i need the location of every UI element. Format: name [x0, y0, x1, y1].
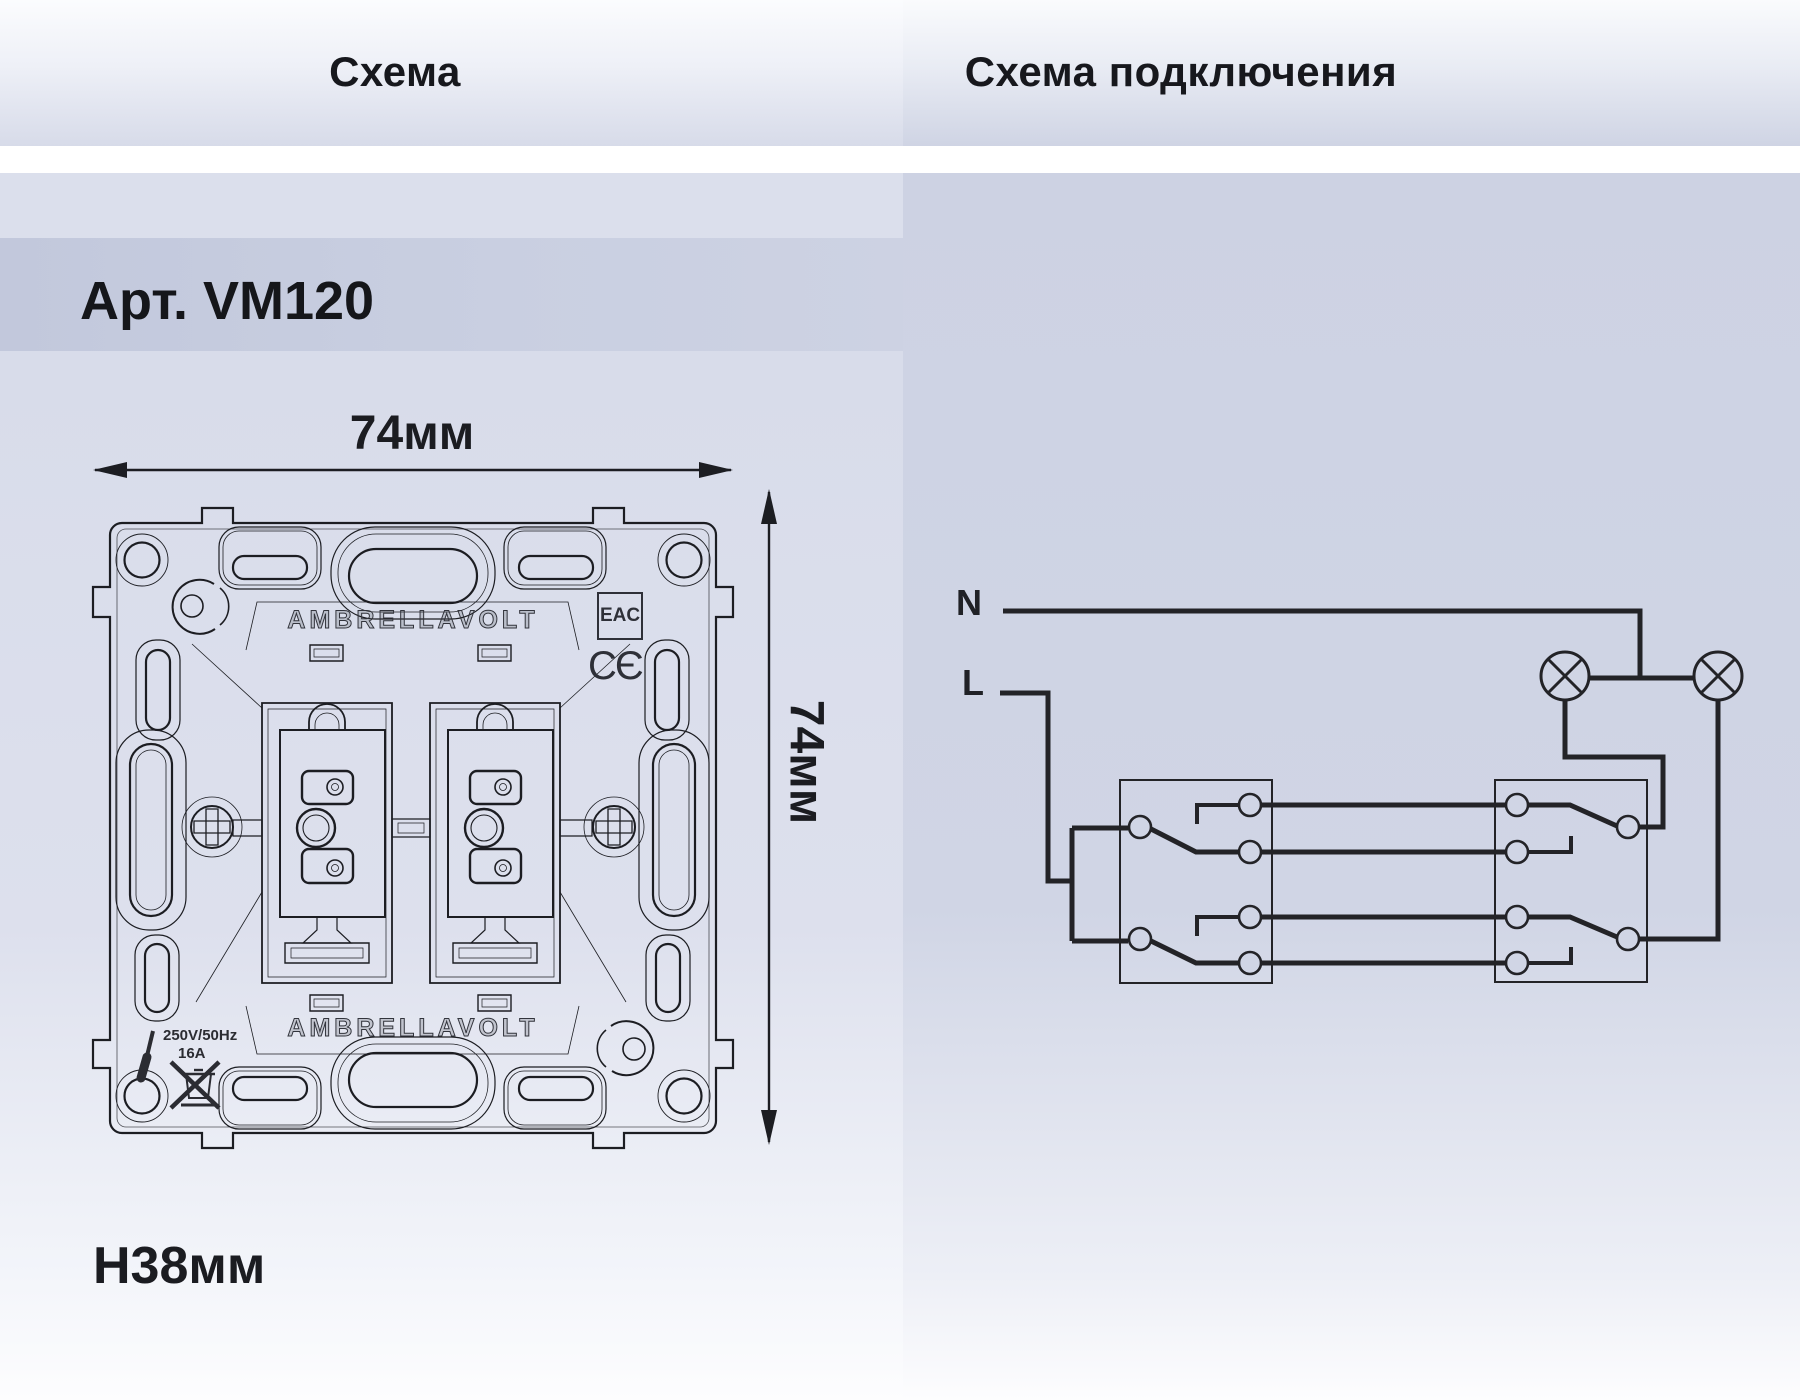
top-claw-slots — [219, 527, 606, 619]
lamp-icon — [1541, 652, 1589, 700]
line-wire-label: L — [962, 662, 984, 703]
brand-engraving-top: AMBRELLAVOLT — [287, 606, 539, 635]
logo-a-icon — [173, 580, 229, 634]
logo-a-icon-bottom — [596, 1020, 655, 1077]
construction-lines — [192, 602, 630, 1054]
switch-box-left — [1120, 780, 1272, 983]
left-panel-background — [0, 351, 903, 1400]
latch-rectangles — [310, 645, 511, 1011]
width-dimension-label: 74мм — [349, 407, 475, 460]
neutral-wire-label: N — [956, 582, 982, 623]
brand-engraving-bottom: AMBRELLAVOLT — [287, 1014, 539, 1043]
header-band-right — [903, 0, 1800, 146]
switch-module-left — [262, 703, 392, 983]
left-panel-title: Схема — [329, 48, 461, 95]
ce-mark: CЄ — [588, 644, 644, 688]
height-dimension-arrow — [761, 489, 777, 1145]
lamp-icon-2 — [1694, 652, 1742, 700]
wiring-diagram — [900, 560, 1800, 1020]
switch-mechanism-drawing — [0, 462, 777, 1260]
right-panel-title: Схема подключения — [964, 48, 1398, 95]
wires — [1000, 611, 1718, 963]
eac-mark: EAC — [597, 592, 643, 640]
voltage-rating-label: 250V/50Hz — [163, 1027, 238, 1044]
screwdriver-icon — [141, 1031, 153, 1078]
width-dimension-arrow — [93, 462, 733, 478]
right-panel-background — [903, 173, 1800, 1400]
bottom-claw-slots — [219, 1037, 606, 1129]
switch-box-right — [1495, 780, 1647, 982]
module-connectors — [233, 819, 592, 837]
switch-module-right — [430, 703, 560, 983]
corner-screw-holes — [116, 534, 710, 1122]
left-subheader-band — [0, 173, 903, 238]
terminal-circles — [1129, 794, 1639, 974]
weee-icon — [171, 1062, 219, 1108]
header-band-left — [0, 0, 903, 146]
side-slots — [116, 640, 709, 1021]
cross-screws — [182, 797, 644, 857]
separator-band — [0, 146, 1800, 173]
article-band — [0, 238, 903, 351]
article-label: Арт. VM120 — [80, 271, 375, 331]
current-rating-label: 16A — [178, 1045, 206, 1062]
depth-dimension-label: H38мм — [93, 1237, 266, 1295]
switch-contacts — [1151, 805, 1617, 963]
